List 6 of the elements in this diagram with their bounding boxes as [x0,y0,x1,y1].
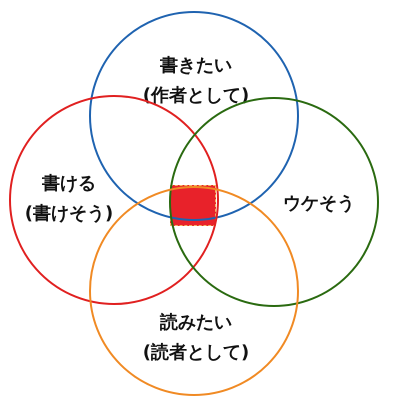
circle-label: ウケそう [283,192,355,215]
circle-label: 書きたい [160,54,232,77]
circle-label: (読者として) [142,341,250,364]
circle-label: 書ける [42,172,96,195]
circle-label: 読みたい [160,311,232,334]
circle-label: (書けそう) [24,202,114,225]
